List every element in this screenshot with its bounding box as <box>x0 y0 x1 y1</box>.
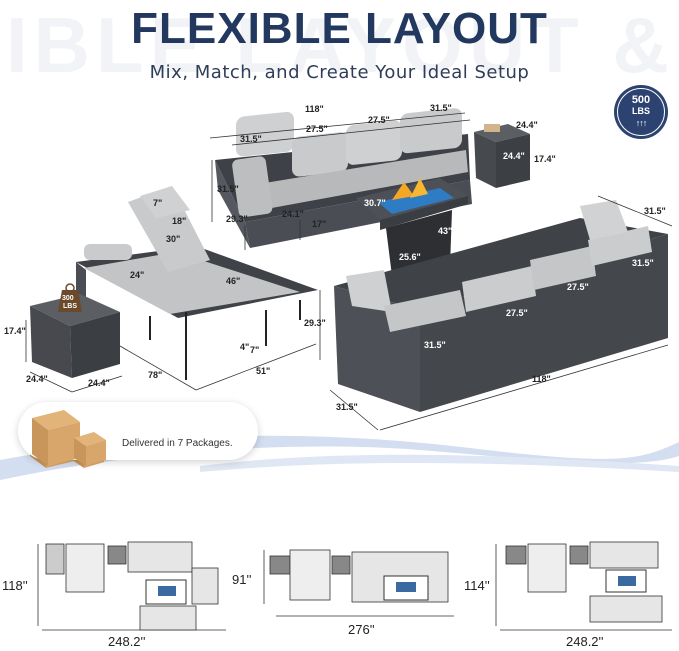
dim-sofa-seat-height: 17" <box>312 219 327 229</box>
plan-1-width: 248.2'' <box>108 634 146 649</box>
badge-300-unit: LBS <box>63 303 77 310</box>
dim-sectional-depth-left: 31.5" <box>336 402 358 412</box>
dim-left-table-w1: 24.4" <box>26 374 48 384</box>
floor-plan-3 <box>495 541 672 631</box>
dim-lounger-seat-front: 24" <box>130 270 145 280</box>
dim-lounger-backrest: 30" <box>166 234 181 244</box>
top-sofa-dimension-lines <box>209 112 471 250</box>
floor-plan-2 <box>263 549 454 617</box>
page-title: FLEXIBLE LAYOUT <box>131 4 548 53</box>
dim-side-table-top-height: 17.4" <box>534 154 556 164</box>
dim-sectional-total: 118" <box>532 374 551 384</box>
dim-lounger-head-width: 18" <box>172 216 187 226</box>
dim-lounger-seat-length: 46" <box>226 276 241 286</box>
weight-capacity-badge-300 <box>58 283 82 312</box>
boxes-icon <box>32 410 106 466</box>
dim-lounger-head: 7" <box>153 198 163 208</box>
plan-2-width: 276'' <box>348 622 375 637</box>
dim-side-table-top-depth: 24.4" <box>503 151 525 161</box>
dim-sofa-arm-height: 24.1" <box>282 209 304 219</box>
dim-sectional-seg-right: 31.5" <box>632 258 654 268</box>
arrows-up-icon: ↑↑↑ <box>635 118 648 128</box>
dim-lounger-seat-height: 7" <box>250 345 260 355</box>
floor-plans <box>37 541 672 631</box>
dim-sofa-seg4: 31.5" <box>430 103 452 113</box>
dim-fire-table-height: 25.6" <box>399 252 421 262</box>
delivery-text: Delivered in 7 Packages. <box>122 438 233 449</box>
dim-lounger-leg: 4" <box>240 342 250 352</box>
side-table-top-right <box>474 124 530 188</box>
dim-lounger-total-length: 78" <box>148 370 163 380</box>
dim-fire-table-width: 43" <box>438 226 453 236</box>
dim-lounger-width: 51" <box>256 366 271 376</box>
weight-capacity-badge-500: 500 LBS ↑↑↑ <box>614 85 668 139</box>
badge-ring <box>617 88 665 136</box>
dim-sofa-seg2: 27.5" <box>306 124 328 134</box>
plan-2-height: 91'' <box>232 572 252 587</box>
dim-sectional-depth-right: 31.5" <box>644 206 666 216</box>
dim-sofa-total-width: 118" <box>305 104 324 114</box>
dim-side-table-top-width: 24.4" <box>516 120 538 130</box>
plan-1-height: 118'' <box>2 578 28 593</box>
dim-sofa-depth: 31.5" <box>217 184 239 194</box>
dim-sofa-seg1: 31.5" <box>240 134 262 144</box>
badge-number: 500 <box>631 94 651 106</box>
plan-3-height: 114'' <box>464 578 490 593</box>
dim-lounger-height: 29.3" <box>304 318 326 328</box>
badge-300-number: 300 <box>62 295 74 302</box>
sectional-dimension-lines <box>319 195 673 431</box>
big-sectional-sofa <box>334 200 668 412</box>
dim-fire-table-depth: 30.7" <box>364 198 386 208</box>
plan-3-width: 248.2'' <box>566 634 604 649</box>
dim-sectional-seg-27b: 27.5" <box>506 308 528 318</box>
dim-sofa-back-height: 29.3" <box>226 214 248 224</box>
dim-left-table-w2: 24.4" <box>88 378 110 388</box>
lounger-dimension-lines <box>25 320 317 393</box>
floor-plan-1 <box>37 541 226 631</box>
dim-sectional-seg-left: 31.5" <box>424 340 446 350</box>
badge-unit: LBS <box>632 106 650 116</box>
dim-left-table-height: 17.4" <box>4 326 26 336</box>
page-subtitle: Mix, Match, and Create Your Ideal Setup <box>149 62 530 83</box>
dim-sofa-seg3: 27.5" <box>368 115 390 125</box>
dim-sectional-seg-27a: 27.5" <box>567 282 589 292</box>
background-watermark: IBLE LAYOUT & <box>6 1 675 89</box>
